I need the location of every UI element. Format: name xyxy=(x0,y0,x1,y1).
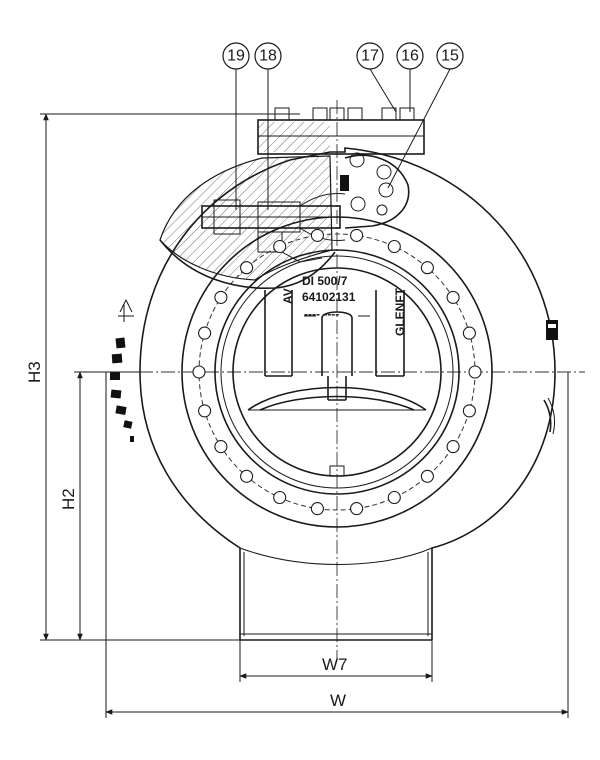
dim-label-w: W xyxy=(330,691,346,710)
flange-bolt-hole xyxy=(350,502,364,516)
flange-bolt-hole xyxy=(310,228,324,242)
callout-17: 17 xyxy=(356,42,384,70)
nameplate-line-3: ---- ---- xyxy=(304,307,339,321)
nameplate: DI 500/7 64102131 ---- ---- GLENFT AV xyxy=(281,274,407,336)
nameplate-side-mark: AV xyxy=(281,288,295,304)
dim-label-h3: H3 xyxy=(25,361,44,383)
flange-bolt-hole xyxy=(462,326,476,340)
nameplate-line-1: DI 500/7 xyxy=(302,274,348,288)
dim-label-h2: H2 xyxy=(59,488,78,510)
callout-leaders xyxy=(235,68,451,210)
valve-body xyxy=(139,147,556,641)
callout-bubbles: 19 18 17 16 15 xyxy=(222,42,464,70)
right-markings xyxy=(543,320,558,435)
flange-bolt-hole xyxy=(198,404,212,418)
flange-bolt-hole xyxy=(310,502,324,516)
flange-bolt-hole xyxy=(387,239,401,254)
nameplate-brand: GLENFT xyxy=(393,287,407,336)
flange-bolt-hole xyxy=(240,469,254,483)
flange-bolt-hole xyxy=(420,469,434,483)
flange-bolt-hole xyxy=(446,440,460,454)
flange-bolt-hole xyxy=(198,326,212,340)
flange-bolt-hole xyxy=(214,440,228,454)
flange-bolt-hole xyxy=(273,239,287,254)
dimension-labels: H3 H2 W7 W xyxy=(25,361,348,710)
nameplate-line-2: 64102131 xyxy=(302,290,356,304)
callout-16: 16 xyxy=(396,42,424,70)
flange-bolt-hole xyxy=(350,228,364,242)
bolted-flange xyxy=(181,216,493,528)
left-markings xyxy=(110,298,134,442)
flange-bolt-hole xyxy=(192,365,206,379)
svg-text:18: 18 xyxy=(259,48,277,65)
flange-bolt-hole xyxy=(214,290,228,304)
flange-bolt-hole xyxy=(468,365,482,379)
flange-bolt-hole xyxy=(387,490,401,505)
svg-text:19: 19 xyxy=(227,48,245,65)
top-flange xyxy=(257,107,425,155)
internal-flap xyxy=(247,290,427,477)
svg-text:17: 17 xyxy=(361,48,379,65)
flange-bolt-hole xyxy=(240,261,254,275)
flange-bolt-hole xyxy=(446,290,460,304)
svg-text:16: 16 xyxy=(401,48,419,65)
inspection-cover xyxy=(340,152,410,229)
callout-15: 15 xyxy=(436,42,464,70)
callout-19: 19 xyxy=(222,42,250,70)
flange-bolt-hole xyxy=(462,404,476,418)
dim-label-w7: W7 xyxy=(322,655,348,674)
direction-marks xyxy=(110,337,134,442)
flange-bolt-hole xyxy=(273,490,287,505)
callout-18: 18 xyxy=(254,42,282,70)
flange-bolt-holes xyxy=(192,228,482,516)
svg-text:15: 15 xyxy=(441,48,459,65)
dimension-lines xyxy=(40,113,569,718)
flange-bolt-hole xyxy=(420,261,434,275)
